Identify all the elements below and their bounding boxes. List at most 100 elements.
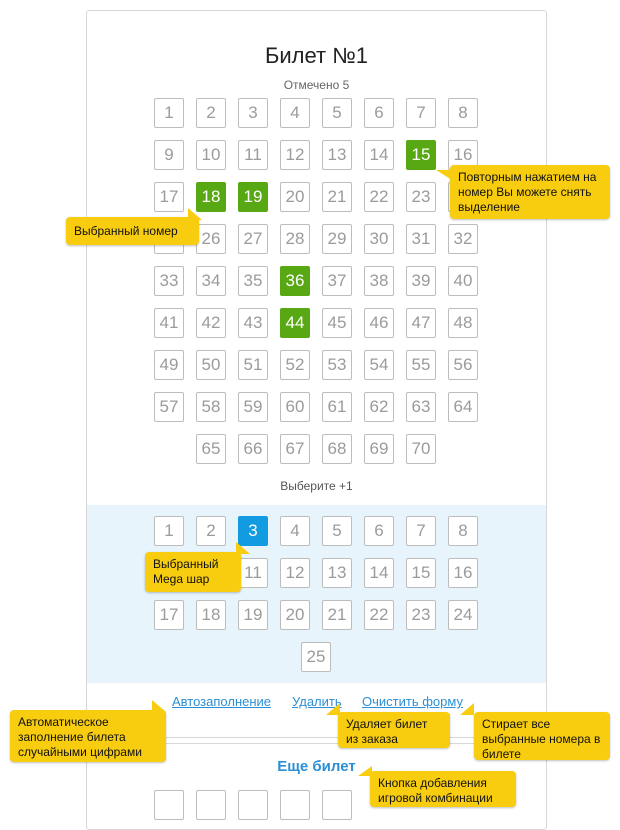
ticket-number-62[interactable]: 62 [364, 392, 394, 422]
ticket-number-48[interactable]: 48 [448, 308, 478, 338]
ticket-number-53[interactable]: 53 [322, 350, 352, 380]
ticket-number-45[interactable]: 45 [322, 308, 352, 338]
mega-number-13[interactable]: 13 [322, 558, 352, 588]
ticket-number-32[interactable]: 32 [448, 224, 478, 254]
mega-number-7[interactable]: 7 [406, 516, 436, 546]
mega-number-3[interactable]: 3 [238, 516, 268, 546]
empty-cell[interactable] [322, 790, 352, 820]
ticket-number-11[interactable]: 11 [238, 140, 268, 170]
ticket-number-2[interactable]: 2 [196, 98, 226, 128]
ticket-number-58[interactable]: 58 [196, 392, 226, 422]
ticket-number-29[interactable]: 29 [322, 224, 352, 254]
ticket-number-56[interactable]: 56 [448, 350, 478, 380]
ticket-number-61[interactable]: 61 [322, 392, 352, 422]
ticket-number-20[interactable]: 20 [280, 182, 310, 212]
ticket-number-63[interactable]: 63 [406, 392, 436, 422]
empty-cell[interactable] [154, 790, 184, 820]
ticket-number-42[interactable]: 42 [196, 308, 226, 338]
mega-number-23[interactable]: 23 [406, 600, 436, 630]
mega-number-15[interactable]: 15 [406, 558, 436, 588]
ticket-number-40[interactable]: 40 [448, 266, 478, 296]
ticket-number-5[interactable]: 5 [322, 98, 352, 128]
ticket-number-59[interactable]: 59 [238, 392, 268, 422]
ticket-number-14[interactable]: 14 [364, 140, 394, 170]
ticket-number-39[interactable]: 39 [406, 266, 436, 296]
ticket-number-36[interactable]: 36 [280, 266, 310, 296]
ticket-number-50[interactable]: 50 [196, 350, 226, 380]
ticket-number-68[interactable]: 68 [322, 434, 352, 464]
ticket-number-35[interactable]: 35 [238, 266, 268, 296]
mega-number-20[interactable]: 20 [280, 600, 310, 630]
ticket-number-64[interactable]: 64 [448, 392, 478, 422]
ticket-number-8[interactable]: 8 [448, 98, 478, 128]
mega-number-11[interactable]: 11 [238, 558, 268, 588]
ticket-number-18[interactable]: 18 [196, 182, 226, 212]
ticket-number-1[interactable]: 1 [154, 98, 184, 128]
clear-form-link[interactable]: Очистить форму [362, 694, 463, 709]
ticket-number-44[interactable]: 44 [280, 308, 310, 338]
ticket-number-67[interactable]: 67 [280, 434, 310, 464]
ticket-number-57[interactable]: 57 [154, 392, 184, 422]
ticket-number-37[interactable]: 37 [322, 266, 352, 296]
add-ticket-button[interactable]: Еще билет [277, 758, 356, 775]
ticket-number-17[interactable]: 17 [154, 182, 184, 212]
ticket-number-6[interactable]: 6 [364, 98, 394, 128]
ticket-number-26[interactable]: 26 [196, 224, 226, 254]
ticket-number-10[interactable]: 10 [196, 140, 226, 170]
empty-cell[interactable] [280, 790, 310, 820]
ticket-number-69[interactable]: 69 [364, 434, 394, 464]
mega-number-22[interactable]: 22 [364, 600, 394, 630]
ticket-number-43[interactable]: 43 [238, 308, 268, 338]
ticket-number-31[interactable]: 31 [406, 224, 436, 254]
ticket-number-60[interactable]: 60 [280, 392, 310, 422]
ticket-number-70[interactable]: 70 [406, 434, 436, 464]
ticket-number-30[interactable]: 30 [364, 224, 394, 254]
ticket-number-34[interactable]: 34 [196, 266, 226, 296]
ticket-number-54[interactable]: 54 [364, 350, 394, 380]
ticket-number-21[interactable]: 21 [322, 182, 352, 212]
mega-number-5[interactable]: 5 [322, 516, 352, 546]
ticket-number-23[interactable]: 23 [406, 182, 436, 212]
ticket-number-52[interactable]: 52 [280, 350, 310, 380]
ticket-number-47[interactable]: 47 [406, 308, 436, 338]
ticket-number-41[interactable]: 41 [154, 308, 184, 338]
ticket-number-66[interactable]: 66 [238, 434, 268, 464]
ticket-number-19[interactable]: 19 [238, 182, 268, 212]
ticket-number-33[interactable]: 33 [154, 266, 184, 296]
ticket-number-27[interactable]: 27 [238, 224, 268, 254]
ticket-number-15[interactable]: 15 [406, 140, 436, 170]
mega-number-24[interactable]: 24 [448, 600, 478, 630]
ticket-number-3[interactable]: 3 [238, 98, 268, 128]
mega-number-4[interactable]: 4 [280, 516, 310, 546]
ticket-number-46[interactable]: 46 [364, 308, 394, 338]
ticket-number-9[interactable]: 9 [154, 140, 184, 170]
autofill-link[interactable]: Автозаполнение [172, 694, 272, 709]
ticket-number-49[interactable]: 49 [154, 350, 184, 380]
mega-number-25[interactable]: 25 [301, 642, 331, 672]
ticket-number-4[interactable]: 4 [280, 98, 310, 128]
mega-number-17[interactable]: 17 [154, 600, 184, 630]
ticket-number-13[interactable]: 13 [322, 140, 352, 170]
ticket-number-28[interactable]: 28 [280, 224, 310, 254]
mega-number-16[interactable]: 16 [448, 558, 478, 588]
ticket-number-55[interactable]: 55 [406, 350, 436, 380]
mega-number-14[interactable]: 14 [364, 558, 394, 588]
mega-number-18[interactable]: 18 [196, 600, 226, 630]
empty-cell[interactable] [238, 790, 268, 820]
empty-cell[interactable] [196, 790, 226, 820]
mega-number-21[interactable]: 21 [322, 600, 352, 630]
ticket-number-51[interactable]: 51 [238, 350, 268, 380]
ticket-number-12[interactable]: 12 [280, 140, 310, 170]
ticket-number-38[interactable]: 38 [364, 266, 394, 296]
callout-repeat-press: Повторным нажатием на номер Вы можете сн… [450, 165, 610, 219]
mega-number-19[interactable]: 19 [238, 600, 268, 630]
mega-number-1[interactable]: 1 [154, 516, 184, 546]
ticket-number-7[interactable]: 7 [406, 98, 436, 128]
mega-number-2[interactable]: 2 [196, 516, 226, 546]
mega-number-8[interactable]: 8 [448, 516, 478, 546]
mega-number-12[interactable]: 12 [280, 558, 310, 588]
mega-number-6[interactable]: 6 [364, 516, 394, 546]
ticket-number-65[interactable]: 65 [196, 434, 226, 464]
ticket-number-22[interactable]: 22 [364, 182, 394, 212]
callout-text: Повторным нажатием на номер Вы можете сн… [458, 170, 597, 214]
